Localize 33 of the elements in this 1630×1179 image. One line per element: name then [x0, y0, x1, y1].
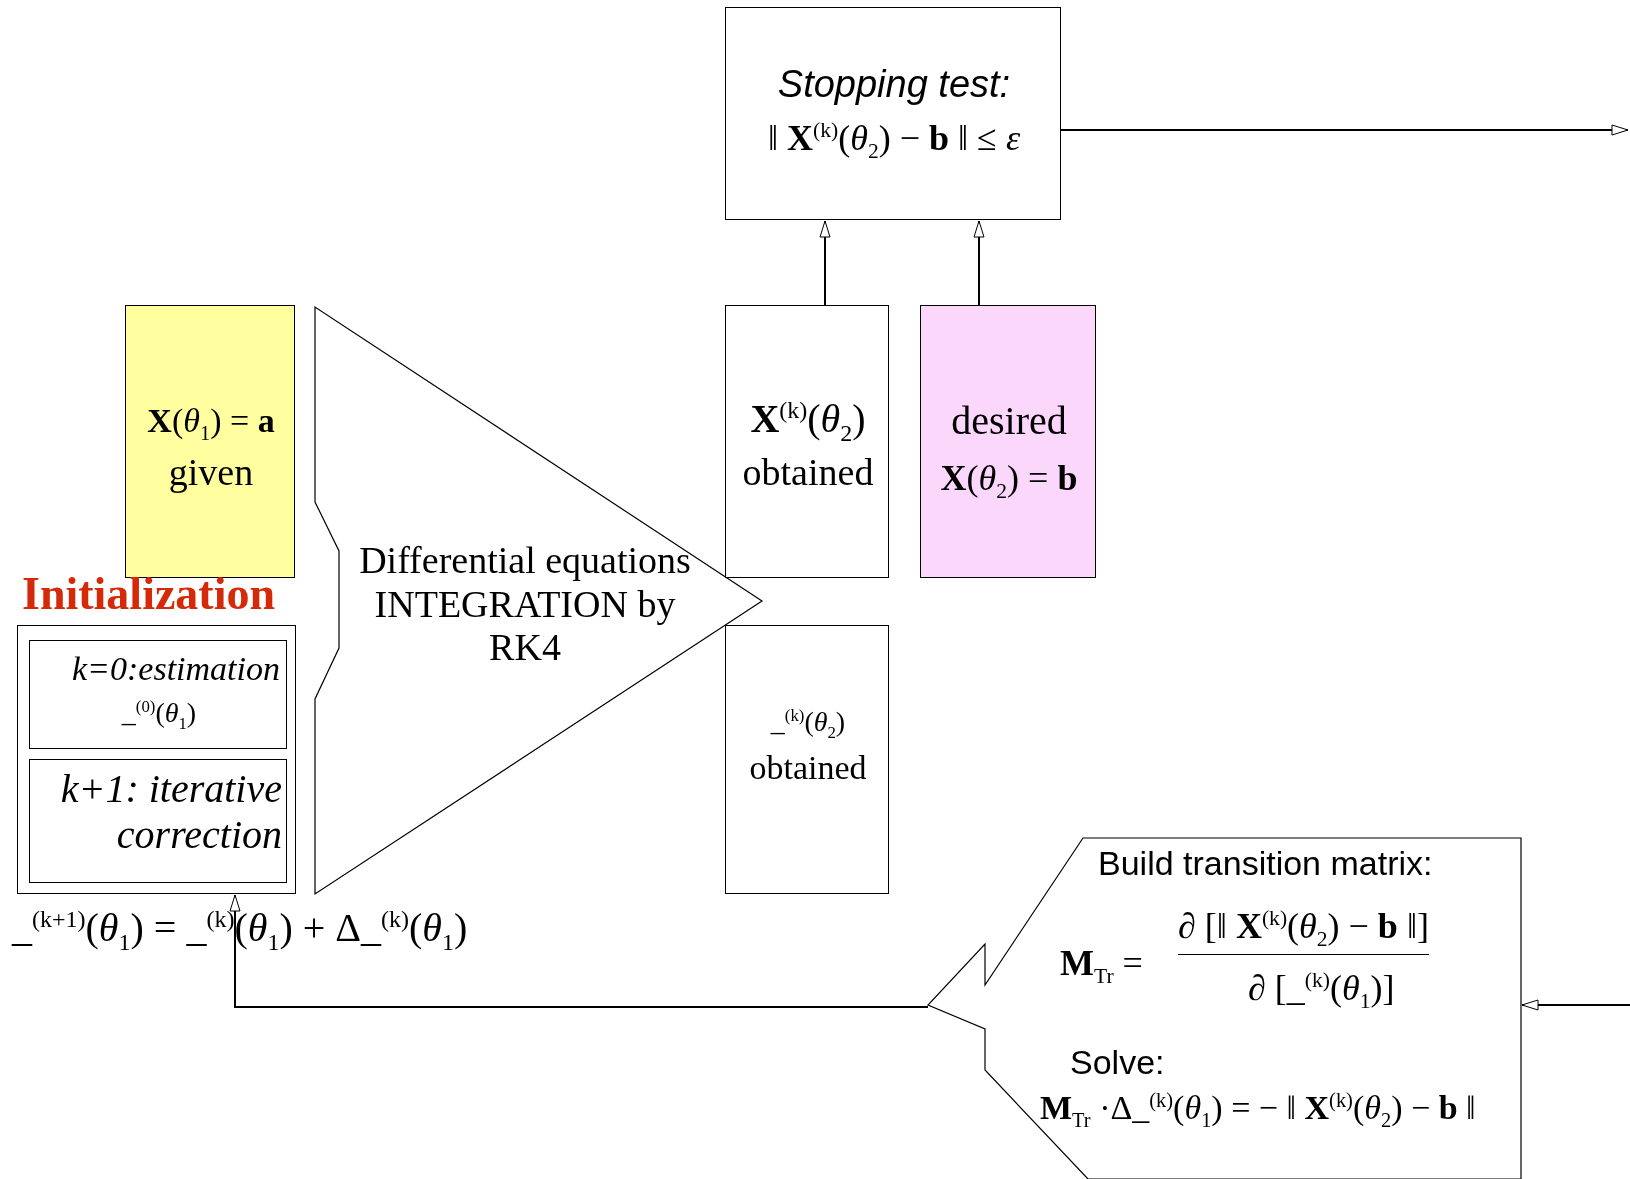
box-heading: Solve:	[1070, 1043, 1165, 1083]
process-box	[920, 305, 1096, 578]
box-text: obtained	[741, 451, 875, 495]
box-text: desired	[950, 398, 1068, 444]
formula: _$^{(0)}$(θ$_{1}$)	[120, 697, 198, 734]
box-text: obtained	[748, 748, 868, 788]
box-heading: Build transition matrix:	[1098, 844, 1433, 884]
formula: ∂ [_$^{(k)}$(θ$_{1}$)]	[1248, 968, 1395, 1014]
process-box	[29, 640, 287, 749]
formula: _$^{(k)}$(θ$_{2}$)	[769, 706, 847, 743]
process-box	[725, 7, 1061, 220]
formula: M$_{Tr}$ =	[1060, 943, 1143, 989]
formula: X(θ$_{2}$) = b	[939, 458, 1079, 504]
box-text: given	[167, 451, 255, 495]
arrow	[973, 220, 985, 306]
formula: ‖ X$^{(k)}$(θ$_{2}$) − b ‖ ≤ ε	[766, 118, 1022, 164]
formula: X(θ$_{1}$) = a	[146, 401, 276, 446]
arrow	[819, 220, 831, 306]
process-box	[725, 625, 889, 894]
formula: ∂ [‖ X$^{(k)}$(θ$_{2}$) − b ‖]	[1178, 906, 1429, 955]
heading: Initialization	[22, 568, 277, 621]
arrow	[1521, 999, 1630, 1011]
box-text: k=0:estimation	[70, 649, 280, 689]
process-box	[125, 305, 295, 578]
box-text: Differential equations INTEGRATION by RK4	[358, 539, 692, 671]
arrow	[1060, 124, 1629, 136]
process-box	[725, 305, 889, 578]
formula: X$^{(k)}$(θ$_{2}$)	[749, 396, 867, 448]
arrow	[229, 894, 929, 1008]
process-box	[29, 759, 287, 883]
formula: M$_{Tr}$ ·Δ_$^{(k)}$(θ$_{1}$) = − ‖ X$^{(k)}$(θ$_{2}$) − b ‖	[1040, 1088, 1476, 1133]
box-heading: Stopping test:	[776, 63, 1012, 107]
box-text: k+1: iterative correction	[59, 766, 282, 858]
